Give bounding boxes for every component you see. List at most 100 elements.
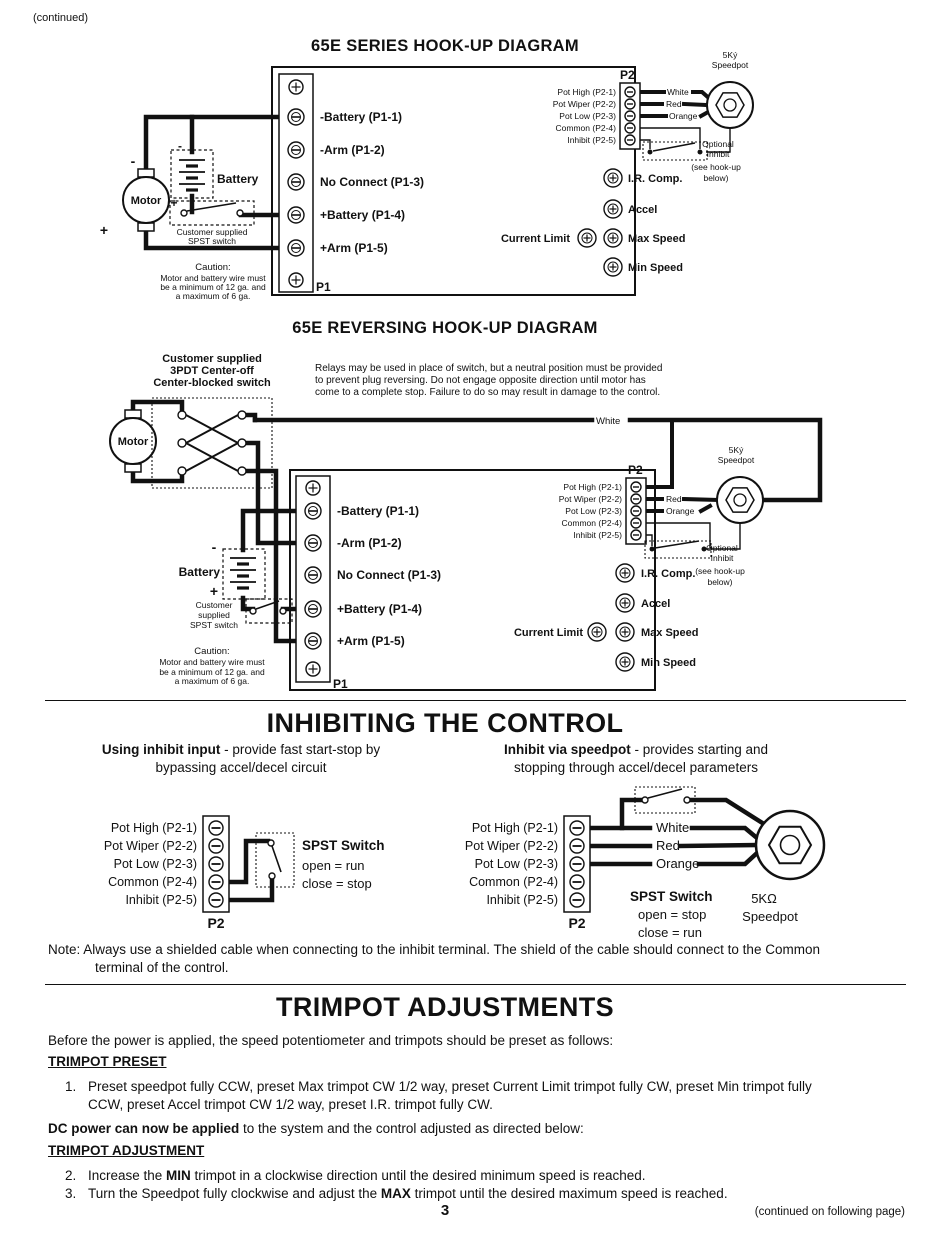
d2-p2-terminal-label: Pot High (P2-1) [563,482,622,492]
d1-spst-switch [169,200,255,226]
inhibit-wire-white-label: White [656,820,689,835]
d2-p2-terminal-label: Pot Wiper (P2-2) [559,494,622,504]
d2-caution: Motor and battery wire must [159,657,265,667]
d1-p2-terminal-label: Pot Wiper (P2-2) [553,99,616,109]
d2-trimpot-label-ir: I.R. Comp. [641,568,695,580]
trimpot-preset-heading: TRIMPOT PRESET [48,1054,167,1069]
inhibit-right-switch-title: SPST Switch [630,889,713,904]
d2-relay-note: to prevent plug reversing. Do not engage… [315,375,646,386]
d1-speedpot-word: Speedpot [712,60,749,70]
inhibit-left-p2-strip [202,815,230,913]
d2-control-outline [289,469,656,691]
d2-caution: a maximum of 6 ga. [175,676,250,686]
d1-p1-terminal-label: No Connect (P1-3) [320,175,424,189]
d2-speedpot-value: 5Ký [729,445,744,455]
d2-switch-note: Customer supplied [162,353,262,365]
d2-spst-note: supplied [198,610,230,620]
d1-wire-red-label: Red [666,99,682,109]
d2-p1-terminal-label: -Battery (P1-1) [337,504,419,518]
d2-p2-terminal-label: Pot Low (P2-3) [565,506,622,516]
d2-motor-label: Motor [118,436,149,448]
section-divider [45,700,906,701]
inhibit-left-terminal-label: Pot Wiper (P2-2) [104,839,197,853]
inhibit-left-switch-open: open = run [302,858,365,873]
d2-p1-label: P1 [333,677,348,691]
d1-p1-terminal-label: +Battery (P1-4) [320,208,405,222]
d1-caution: be a minimum of 12 ga. and [160,282,266,292]
d1-p2-terminal-label: Common (P2-4) [556,123,617,133]
d1-trimpot-label-min: Min Speed [628,262,683,274]
inhibit-left-subtitle: Using inhibit input - provide fast start… [101,742,381,775]
d2-motor: Motor [109,409,157,473]
d2-trimpot-label-max: Max Speed [641,627,698,639]
trimpot-item-1: 1. Preset speedpot fully CCW, preset Max… [65,1079,812,1113]
d1-trimpot-label-ir: I.R. Comp. [628,173,682,185]
inhibit-right-terminal-label: Inhibit (P2-5) [486,893,558,907]
continued-bottom: (continued on following page) [754,1206,905,1218]
d1-optional-inhibit-label: Inhibit [707,149,730,159]
d1-p1-label: P1 [316,280,331,294]
d2-speedpot-word: Speedpot [718,455,755,465]
d1-p2-terminal-label: Pot Low (P2-3) [559,111,616,121]
d1-optional-inhibit-label: Optional [702,139,734,149]
d2-spst-note: Customer [196,600,233,610]
d2-battery-minus: - [212,539,217,555]
d2-wire-white-label: White [596,416,620,427]
d2-optional-inhibit-switch [644,540,712,559]
d1-p2-terminal-strip [619,82,641,150]
d2-battery-label: Battery [179,565,221,579]
inhibit-right-wiring [587,786,768,867]
trimpot-title: TRIMPOT ADJUSTMENTS [275,992,615,1022]
d2-switch-note: Center-blocked switch [153,377,271,389]
d1-p1-terminal-label: +Arm (P1-5) [320,241,388,255]
continued-top: (continued) [33,12,89,24]
d2-trimpot-label-min: Min Speed [641,657,696,669]
d1-caution: Motor and battery wire must [160,273,266,283]
d1-battery-label: Battery [217,172,259,186]
d1-motor-minus: - [131,153,136,169]
inhibit-left-terminal-label: Pot High (P2-1) [111,821,197,835]
d1-current-limit-label: Current Limit [501,233,570,245]
d2-relay-note: come to a complete stop. Failure to do s… [315,387,660,398]
d1-p1-terminal-label: -Battery (P1-1) [320,110,402,124]
trimpot-dc-note: DC power can now be applied to the syste… [48,1121,584,1136]
d2-optional-inhibit-label: Optional [706,543,738,553]
inhibit-speedpot-word: Speedpot [742,909,798,924]
d2-spst-note: SPST switch [190,620,238,630]
inhibit-right-switch-open: open = stop [638,907,706,922]
d1-spst-note: SPST switch [188,236,236,246]
inhibit-wire-orange-label: Orange [656,856,699,871]
inhibit-right-terminal-label: Pot Wiper (P2-2) [465,839,558,853]
d1-motor: Motor [122,168,170,232]
inhibit-speedpot [754,809,826,881]
inhibiting-diagrams: Pot High (P2-1) Pot Wiper (P2-2) Pot Low… [104,786,826,940]
inhibit-left-wiring [226,832,295,903]
inhibit-right-terminal-label: Pot Low (P2-3) [475,857,558,871]
d2-spst-switch [245,598,293,624]
d1-p2-terminal-label: Inhibit (P2-5) [567,135,616,145]
d1-wire-white-label: White [667,87,689,97]
d1-p1-terminal-label: -Arm (P1-2) [320,143,385,157]
d2-p1-terminal-label: +Battery (P1-4) [337,602,422,616]
d1-wiring [143,90,731,251]
inhibiting-title: INHIBITING THE CONTROL [266,708,624,738]
d2-wiring [130,399,823,644]
inhibit-left-switch-title: SPST Switch [302,838,385,853]
inhibit-left-terminal-label: Pot Low (P2-3) [114,857,197,871]
inhibit-left-terminal-label: Inhibit (P2-5) [125,893,197,907]
d2-relay-note: Relays may be used in place of switch, b… [315,363,662,374]
d1-optional-inhibit-switch [642,141,708,161]
d2-optional-inhibit-label: (see hook-up [695,566,745,576]
series-hookup-diagram: Motor P [100,50,754,301]
d1-trimpot-label-max: Max Speed [628,233,685,245]
d1-p1-terminal-strip [278,73,314,293]
d1-caution: Caution: [195,262,230,273]
d1-wire-orange-label: Orange [669,111,698,121]
d2-optional-inhibit-label: Inhibit [711,553,734,563]
d2-p1-terminal-label: +Arm (P1-5) [337,634,405,648]
trimpot-item-3: 3. Turn the Speedpot fully clockwise and… [65,1186,728,1201]
d1-motor-label: Motor [131,195,162,207]
d1-battery-plus: + [170,196,177,210]
inhibit-right-p2-strip [563,815,591,913]
